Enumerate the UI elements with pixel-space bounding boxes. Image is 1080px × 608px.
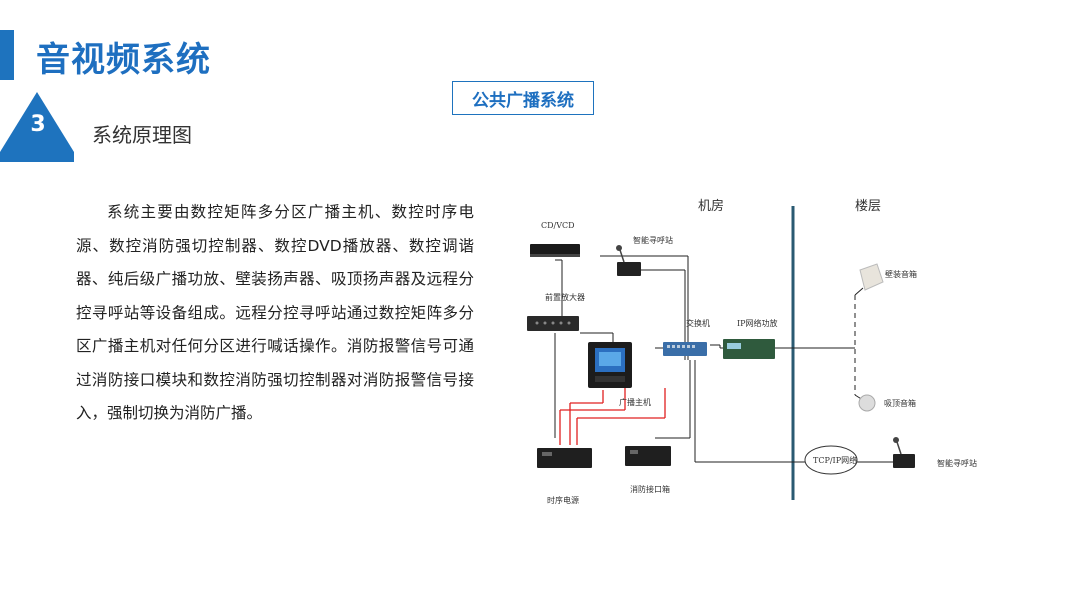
section-number: 3	[30, 112, 46, 137]
pager-station-label: 智能寻呼站	[633, 235, 673, 245]
wall-speaker-label: 壁装音箱	[885, 269, 917, 279]
broadcast-diagram: 机房 楼层	[527, 198, 977, 505]
ceiling-speaker-label: 吸顶音箱	[884, 398, 916, 408]
ceiling-speaker-icon	[858, 394, 876, 412]
network-switch-label: 交换机	[686, 318, 710, 328]
tcp-ip-network-icon	[804, 445, 858, 475]
pager-station-icon	[617, 262, 641, 276]
fire-interface-box-label: 消防接口箱	[630, 484, 670, 494]
broadcast-host-label: 广播主机	[619, 397, 651, 407]
section-underline	[0, 152, 74, 162]
cd-player-icon	[530, 244, 580, 257]
title-accent-bar	[0, 30, 14, 80]
section-title: 系统原理图	[92, 123, 192, 147]
sequential-power-label: 时序电源	[547, 495, 579, 505]
fire-alarm-lines	[559, 388, 666, 445]
zone-label-machine-room: 机房	[698, 198, 724, 214]
remote-pager-icon	[893, 454, 915, 468]
tcp-ip-network-label: TCP/IP网络	[813, 455, 857, 465]
ip-amplifier-label: IP网络功放	[737, 318, 778, 328]
zone-label-floor: 楼层	[855, 199, 881, 214]
system-description: 系统主要由数控矩阵多分区广播主机、数控时序电源、数控消防强切控制器、数控DVD播…	[76, 203, 474, 422]
fire-interface-box-icon	[625, 446, 671, 466]
preamp-label: 前置放大器	[545, 292, 585, 302]
sequential-power-icon	[537, 448, 592, 468]
cd-player-label: CD/VCD	[541, 221, 575, 230]
network-switch-icon	[663, 342, 707, 356]
system-badge: 公共广播系统	[452, 81, 594, 115]
section-triangle-icon	[0, 92, 74, 152]
wall-speaker-link	[854, 287, 864, 296]
remote-pager-label: 智能寻呼站	[937, 458, 977, 468]
wall-speaker-icon	[859, 263, 884, 291]
page-title: 音视频系统	[36, 40, 211, 80]
